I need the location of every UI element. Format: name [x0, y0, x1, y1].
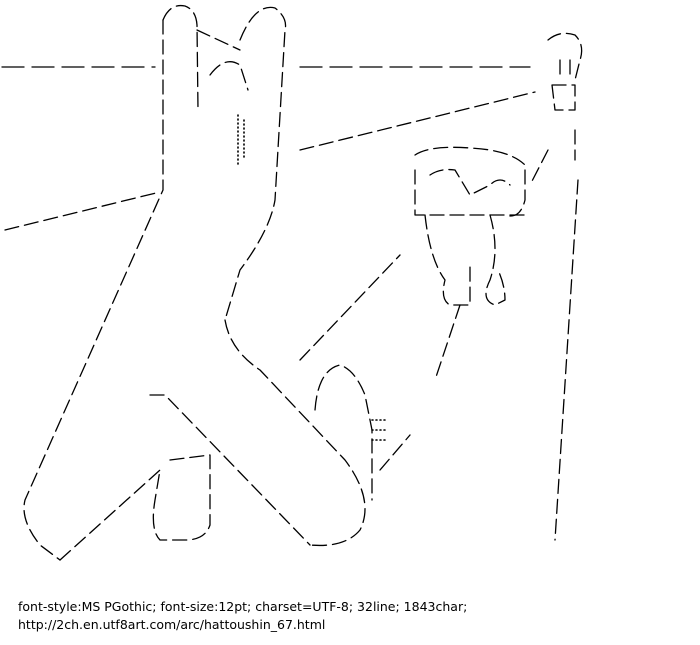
ascii-art-illustration	[1, 4, 583, 561]
distant-tiny-figure	[547, 32, 583, 541]
horizon-lines	[1, 66, 536, 231]
giant-figure	[23, 4, 411, 561]
small-sitting-figure	[414, 146, 549, 381]
caption-url-line: http://2ch.en.utf8art.com/arc/hattoushin…	[18, 617, 326, 632]
caption: font-style:MS PGothic; font-size:12pt; c…	[18, 598, 467, 634]
caption-meta-line: font-style:MS PGothic; font-size:12pt; c…	[18, 599, 468, 614]
